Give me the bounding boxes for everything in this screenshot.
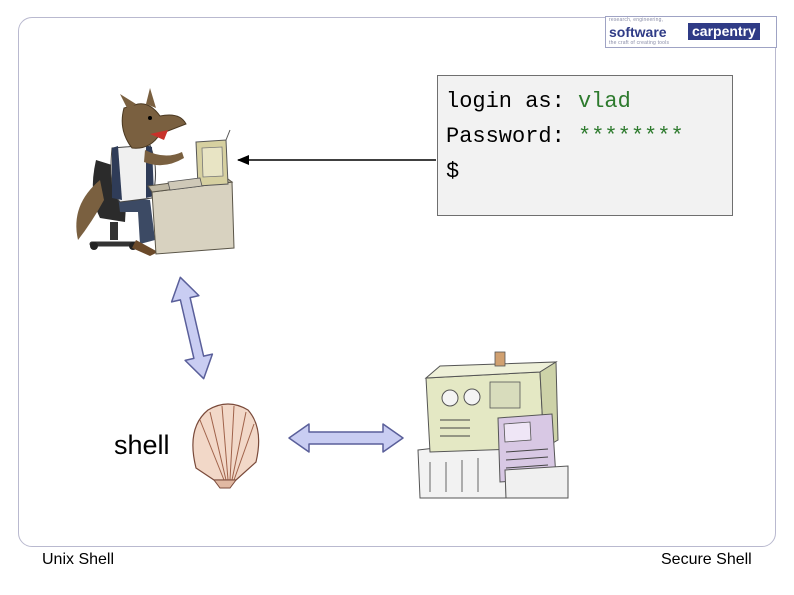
login-value: vlad xyxy=(578,89,631,114)
password-value: ******** xyxy=(578,124,684,149)
terminal-window: login as: vlad Password: ******** $ xyxy=(437,75,733,216)
terminal-line-prompt: $ xyxy=(446,154,732,189)
login-prompt: login as: xyxy=(446,89,579,114)
shell-label: shell xyxy=(114,430,170,460)
logo-word-carpentry: carpentry xyxy=(688,23,760,40)
logo-bottom-tagline: the craft of creating tools xyxy=(609,40,670,46)
logo-top-tagline: research, engineering, xyxy=(609,17,664,23)
password-prompt: Password: xyxy=(446,124,579,149)
seashell-icon xyxy=(192,403,260,489)
terminal-line-password: Password: ******** xyxy=(446,119,732,154)
logo-word-software: software xyxy=(609,24,667,40)
shell-server-double-arrow xyxy=(288,423,404,453)
user-shell-double-arrow xyxy=(170,276,214,380)
server-computer-icon xyxy=(417,351,569,499)
software-carpentry-logo: research, engineering, software carpentr… xyxy=(605,16,777,48)
shell-prompt: $ xyxy=(446,159,460,184)
terminal-line-login: login as: vlad xyxy=(446,84,732,119)
wolf-at-computer-icon xyxy=(76,88,235,256)
footer-course-title: Unix Shell xyxy=(42,551,115,568)
footer-section-title: Secure Shell xyxy=(661,551,752,568)
